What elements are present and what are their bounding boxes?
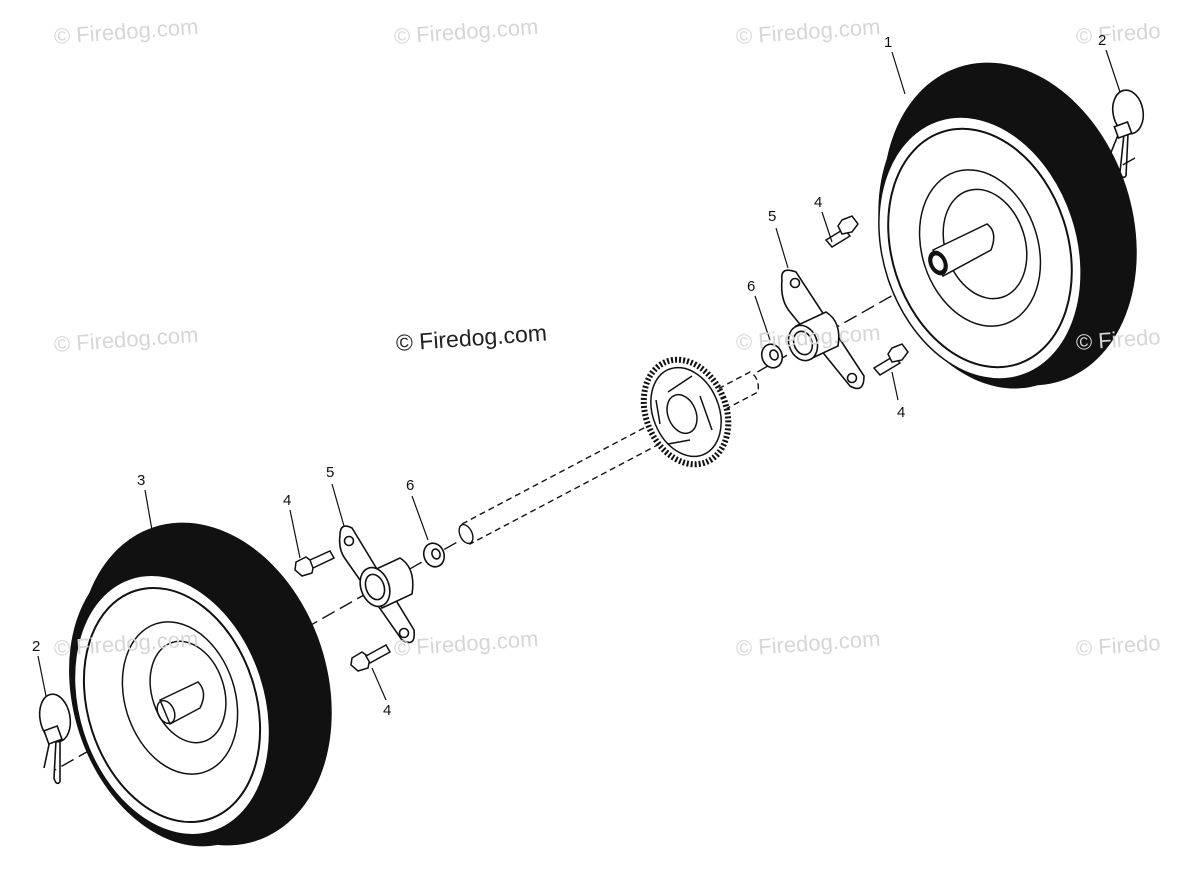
bearing-flange-right	[780, 269, 865, 390]
callout-part-6-right: 6	[747, 278, 756, 295]
callout-part-1: 1	[884, 34, 893, 51]
callout-part-2-top: 2	[1098, 32, 1107, 49]
left-wheel-hub-inner	[149, 640, 227, 744]
axle-gear	[640, 356, 732, 468]
washer-left	[422, 542, 446, 568]
bolt-mid-right	[872, 343, 909, 376]
hairpin-clip-bottom	[38, 693, 72, 785]
left-wheel	[69, 522, 332, 847]
callout-part-2-bottom: 2	[32, 638, 41, 655]
callout-part-4-top-right: 4	[814, 194, 823, 211]
callout-part-4-left-lower: 4	[383, 702, 392, 719]
right-wheel-hub-outer	[918, 169, 1042, 327]
callout-part-6-left: 6	[406, 477, 415, 494]
right-wheel	[878, 62, 1137, 389]
bolt-top-right	[824, 215, 859, 248]
bolt-left-lower	[350, 643, 392, 672]
callout-part-4-mid-right: 4	[897, 404, 906, 421]
bearing-flange-left	[338, 525, 416, 644]
washer-right	[760, 343, 784, 369]
callout-part-5-right: 5	[768, 208, 777, 225]
right-wheel-stub-shaft	[932, 223, 995, 278]
callout-part-5-left: 5	[326, 464, 335, 481]
callout-part-4-left-upper: 4	[283, 492, 292, 509]
left-wheel-stub-shaft	[159, 681, 205, 726]
callout-part-3: 3	[137, 472, 146, 489]
left-wheel-shaft-bore	[156, 699, 176, 725]
hairpin-clip-top	[1107, 89, 1145, 179]
left-wheel-hub-outer	[121, 621, 239, 775]
bolt-left-upper	[294, 550, 336, 577]
callout-leaders	[37, 49, 1121, 701]
right-wheel-shaft-bore-hole	[932, 255, 944, 271]
